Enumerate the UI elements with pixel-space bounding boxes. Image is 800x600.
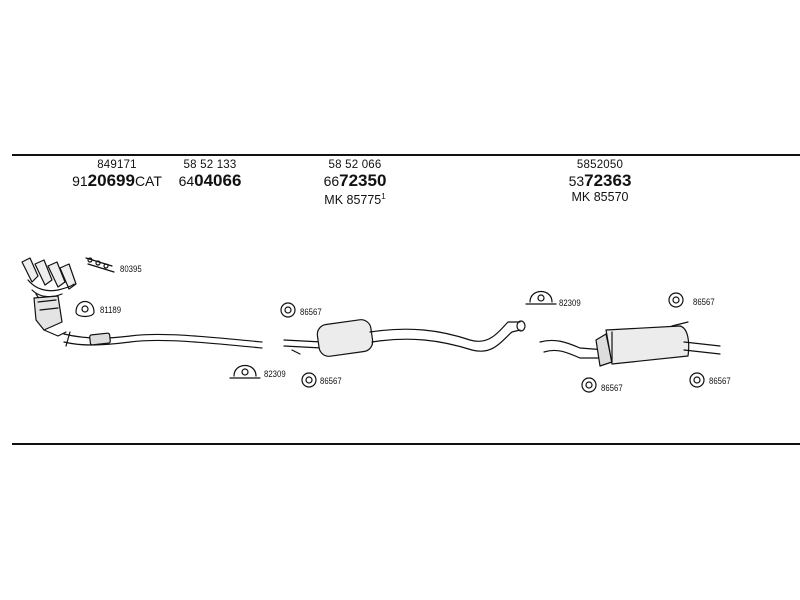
oem-number: 5852050 [576, 159, 624, 171]
part-number-prefix: 66 [323, 173, 340, 189]
rubber-mount-icon [668, 292, 684, 308]
oem-number: 849171 [97, 159, 137, 171]
exhaust-clamp-icon [525, 290, 557, 305]
exhaust-clamp-icon [229, 364, 261, 379]
top-divider-line [12, 154, 800, 156]
part-number: 9120699CAT [62, 172, 172, 190]
rubber-mount-icon [689, 372, 705, 388]
part-number-suffix: CAT [134, 173, 162, 189]
callout-mount-mid-bottom: 86567 [320, 376, 342, 387]
part-number-prefix: 91 [72, 173, 88, 189]
mounting-kit-number: MK 85570 [571, 190, 629, 204]
callout-mount-mid-top: 86567 [300, 307, 322, 318]
callout-mount-rear-left: 86567 [601, 383, 623, 394]
callout-mount-rear-top: 86567 [693, 297, 715, 308]
part-number-prefix: 53 [568, 173, 585, 189]
mounting-kit-number: MK 857751 [300, 190, 410, 207]
flange-gasket-icon [75, 300, 95, 318]
callout-clamp-rear: 82309 [559, 298, 581, 309]
bottom-divider-line [12, 443, 800, 445]
front-pipe-drawing [63, 331, 263, 349]
part-number-main: 72363 [584, 171, 632, 190]
callout-gasket-set: 80395 [120, 264, 142, 275]
part-number: 6672350 [300, 172, 410, 190]
part-block-rear-silencer: 5852050 5372363 MK 85570 [545, 159, 655, 204]
part-number-main: 72350 [339, 171, 387, 190]
part-number: 6404066 [160, 172, 260, 190]
gasket-set-icon [85, 257, 115, 273]
oem-number: 58 52 066 [328, 159, 382, 171]
mounting-kit-text: MK 85775 [324, 193, 382, 208]
oem-number: 58 52 133 [183, 159, 237, 171]
part-number-main: 04066 [194, 171, 242, 190]
middle-silencer-drawing [283, 319, 526, 357]
part-block-middle-silencer: 58 52 066 6672350 MK 857751 [300, 159, 410, 207]
part-number-main: 20699 [87, 171, 135, 190]
mounting-kit-footnote: 1 [381, 192, 386, 201]
rubber-mount-icon [301, 372, 317, 388]
part-number: 5372363 [545, 172, 655, 190]
part-block-front-pipe: 58 52 133 6404066 [160, 159, 260, 190]
rubber-mount-icon [581, 377, 597, 393]
callout-front-gasket: 81189 [100, 305, 122, 316]
exhaust-manifold-drawing [21, 257, 77, 301]
rubber-mount-icon [280, 302, 296, 318]
catalytic-converter-drawing [33, 295, 67, 337]
callout-mount-rear-right: 86567 [709, 376, 731, 387]
callout-clamp-front: 82309 [264, 369, 286, 380]
rear-silencer-drawing [539, 321, 721, 367]
part-number-prefix: 64 [178, 173, 195, 189]
part-block-manifold-cat: 849171 9120699CAT [62, 159, 172, 190]
